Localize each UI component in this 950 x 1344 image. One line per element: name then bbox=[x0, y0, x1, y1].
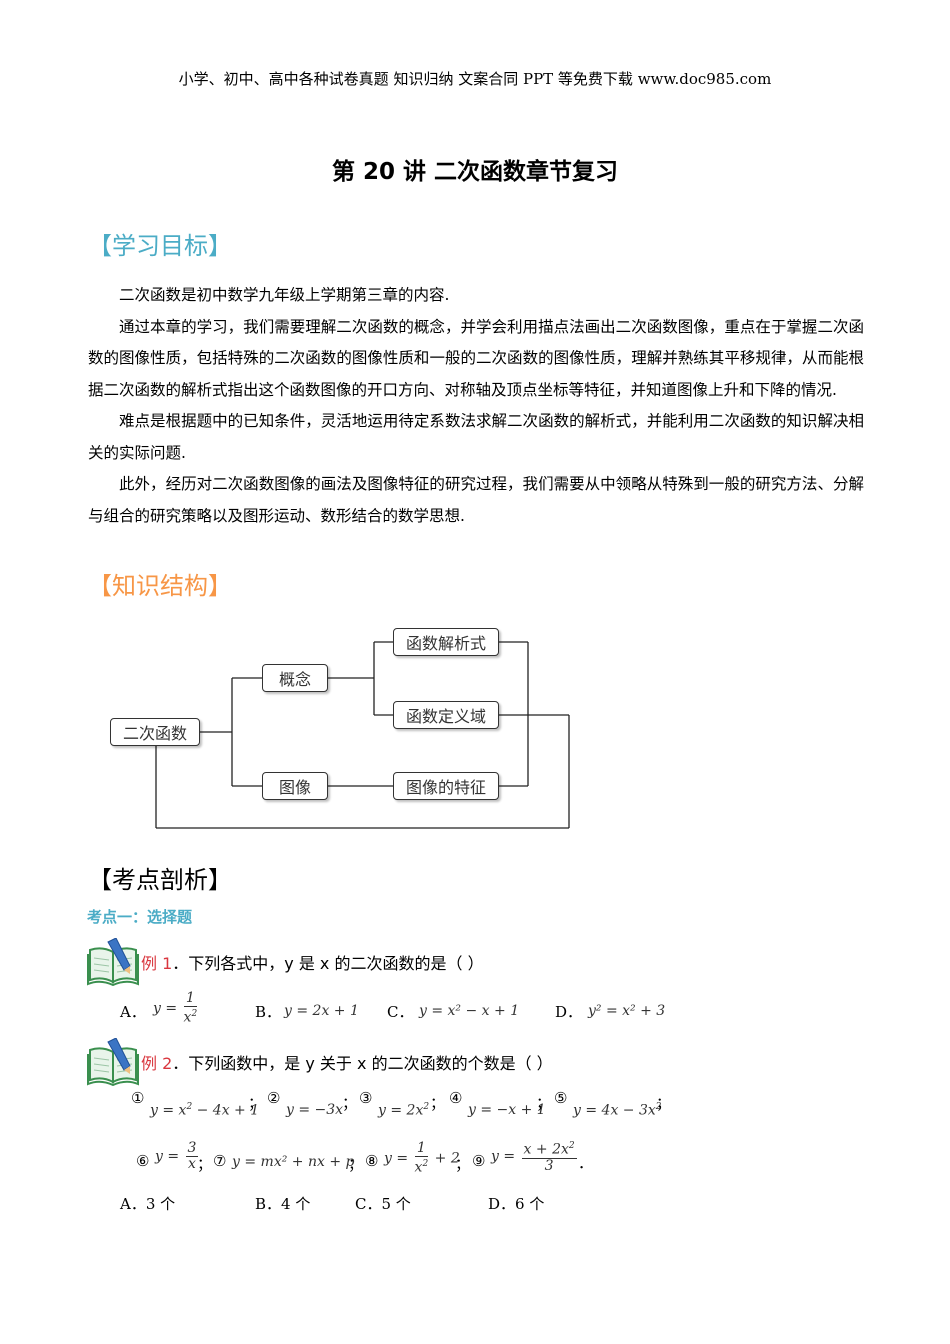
separator: ； bbox=[342, 1094, 358, 1112]
example-2-question: 例 2．下列函数中，是 y 关于 x 的二次函数的个数是（ ） bbox=[141, 1050, 553, 1074]
node-concept: 概念 bbox=[262, 664, 328, 692]
node-analytic-expression: 函数解析式 bbox=[393, 628, 499, 656]
option-d-formula: y² = x² + 3 bbox=[588, 1003, 666, 1019]
goals-paragraph: 通过本章的学习，我们需要理解二次函数的概念，并学会利用描点法画出二次函数图像，重… bbox=[88, 317, 864, 399]
item-1-formula: y = x2 − 4x + 1 bbox=[150, 1102, 260, 1119]
item-4-formula: y = −x + 1 bbox=[468, 1102, 546, 1118]
analysis-heading: 【考点剖析】 bbox=[88, 866, 232, 894]
example-2-option-d[interactable]: D．6 个 bbox=[488, 1195, 545, 1213]
example-2-option-b[interactable]: B．4 个 bbox=[255, 1195, 311, 1213]
separator: ； bbox=[455, 1155, 471, 1173]
example-1-option-a[interactable]: A． bbox=[120, 1003, 146, 1021]
separator: ； bbox=[348, 1155, 364, 1173]
item-3-marker: ③ bbox=[359, 1089, 373, 1107]
example-1-text: ．下列各式中，y 是 x 的二次函数的是（ ） bbox=[172, 954, 484, 973]
separator: ； bbox=[248, 1094, 264, 1112]
structure-connectors bbox=[155, 641, 570, 829]
site-header: 小学、初中、高中各种试卷真题 知识归纳 文案合同 PPT 等免费下载 www.d… bbox=[178, 70, 772, 88]
separator: ； bbox=[430, 1094, 446, 1112]
node-domain: 函数定义域 bbox=[393, 701, 499, 729]
example-1-option-b[interactable]: B． bbox=[255, 1003, 282, 1021]
item-2-marker: ② bbox=[267, 1089, 281, 1107]
goals-paragraph: 难点是根据题中的已知条件，灵活地运用待定系数法求解二次函数的解析式，并能利用二次… bbox=[88, 412, 864, 462]
example-2-option-a[interactable]: A．3 个 bbox=[120, 1195, 176, 1213]
option-c-formula: y = x² − x + 1 bbox=[419, 1003, 520, 1019]
goals-paragraph: 二次函数是初中数学九年级上学期第三章的内容. bbox=[119, 286, 450, 304]
goals-text: 二次函数是初中数学九年级上学期第三章的内容. 通过本章的学习，我们需要理解二次函… bbox=[88, 280, 864, 532]
separator: ； bbox=[536, 1094, 552, 1112]
item-7-marker: ⑦ bbox=[213, 1152, 227, 1170]
item-2-formula: y = −3x bbox=[286, 1102, 344, 1118]
example-2-text: ．下列函数中，是 y 关于 x 的二次函数的个数是（ ） bbox=[172, 1054, 553, 1073]
structure-heading: 【知识结构】 bbox=[88, 572, 232, 600]
item-9-marker: ⑨ bbox=[472, 1152, 486, 1170]
node-image-features: 图像的特征 bbox=[393, 772, 499, 800]
example-2-label: 例 2 bbox=[141, 1054, 173, 1073]
item-8-marker: ⑧ bbox=[365, 1152, 379, 1170]
node-quadratic-function: 二次函数 bbox=[110, 718, 200, 746]
page-title: 第 20 讲 二次函数章节复习 bbox=[331, 159, 619, 185]
node-image: 图像 bbox=[262, 772, 328, 800]
separator: ； bbox=[656, 1094, 672, 1112]
item-6-marker: ⑥ bbox=[136, 1152, 150, 1170]
example-2-option-c[interactable]: C．5 个 bbox=[355, 1195, 411, 1213]
example-1-option-d[interactable]: D． bbox=[555, 1003, 583, 1021]
example-1-option-c[interactable]: C． bbox=[387, 1003, 414, 1021]
item-4-marker: ④ bbox=[449, 1089, 463, 1107]
book-pencil-icon bbox=[87, 1038, 139, 1086]
example-1-label: 例 1 bbox=[141, 954, 173, 973]
item-7-formula: y = mx² + nx + p bbox=[232, 1154, 355, 1170]
item-5-marker: ⑤ bbox=[554, 1089, 568, 1107]
sub-heading: 考点一：选择题 bbox=[87, 908, 193, 926]
separator: ； bbox=[197, 1155, 213, 1173]
goals-paragraph: 此外，经历对二次函数图像的画法及图像特征的研究过程，我们需要从中领略从特殊到一般… bbox=[88, 475, 864, 525]
example-1-question: 例 1．下列各式中，y 是 x 的二次函数的是（ ） bbox=[141, 950, 484, 974]
book-pencil-icon bbox=[87, 938, 139, 986]
item-1-marker: ① bbox=[131, 1089, 145, 1107]
item-3-formula: y = 2x2 bbox=[378, 1102, 430, 1119]
end-period: ． bbox=[578, 1154, 594, 1172]
item-5-formula: y = 4x − 3x2 bbox=[573, 1102, 662, 1119]
option-b-formula: y = 2x + 1 bbox=[284, 1003, 359, 1019]
goals-heading: 【学习目标】 bbox=[88, 232, 232, 260]
